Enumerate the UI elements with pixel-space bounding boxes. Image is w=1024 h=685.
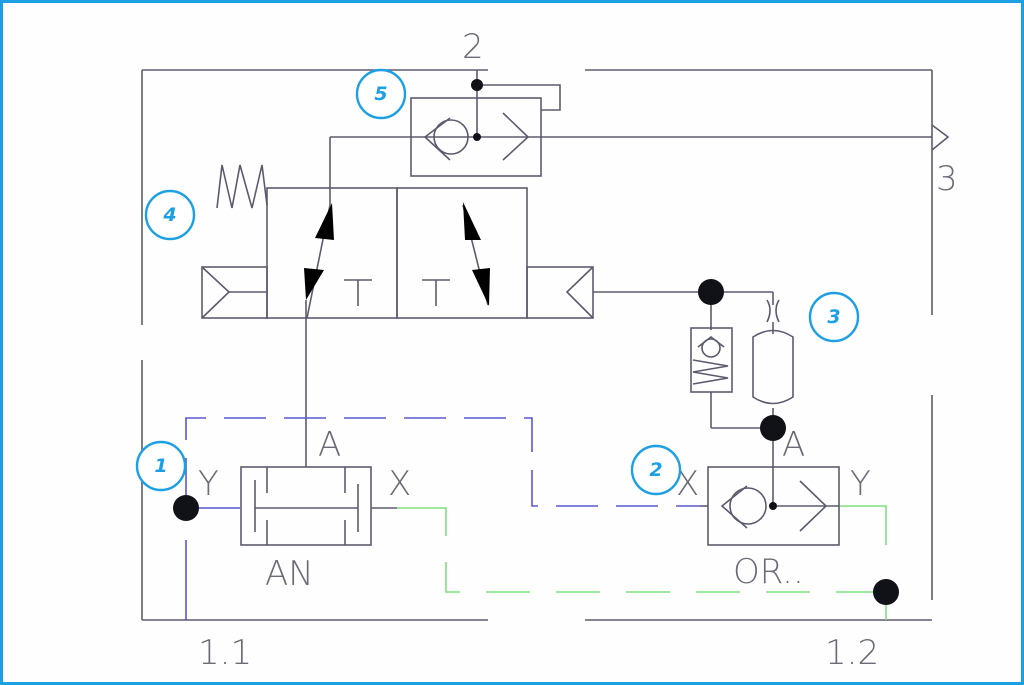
callout-4: 4 bbox=[144, 189, 196, 241]
valve-or-name: OR.. bbox=[733, 552, 804, 592]
junction-dot bbox=[760, 415, 786, 441]
callout-5: 5 bbox=[355, 68, 407, 120]
valve-or-a-label: A bbox=[782, 425, 805, 465]
shuttle-valve-or bbox=[700, 466, 899, 605]
port-2-label: 2 bbox=[462, 27, 484, 67]
callout-2: 2 bbox=[630, 444, 682, 496]
junction-dot bbox=[698, 279, 724, 305]
valve-an-name: AN bbox=[265, 554, 314, 594]
accumulator-circuit-3 bbox=[593, 279, 794, 505]
callout-1: 1 bbox=[135, 440, 187, 492]
callout-5-label: 5 bbox=[374, 83, 387, 105]
callout-2-label: 2 bbox=[649, 459, 662, 481]
junction-dot bbox=[173, 495, 199, 521]
port-3-label: 3 bbox=[936, 159, 958, 199]
drain-line bbox=[397, 505, 887, 620]
label-1-1: 1.1 bbox=[198, 633, 252, 673]
shuttle-valve-5 bbox=[330, 79, 950, 177]
label-1-2: 1.2 bbox=[825, 633, 879, 673]
valve-or-x-label: X bbox=[676, 464, 699, 504]
junction-dot bbox=[473, 133, 481, 141]
callout-4-label: 4 bbox=[162, 204, 176, 226]
valve-an-x-label: X bbox=[388, 464, 411, 504]
directional-valve-4 bbox=[201, 164, 594, 440]
block-outline bbox=[141, 69, 933, 621]
valve-an-a-label: A bbox=[318, 425, 341, 465]
junction-dot bbox=[471, 79, 483, 91]
valve-an-y-label: Y bbox=[198, 464, 219, 504]
junction-dot bbox=[769, 502, 777, 510]
pilot-line bbox=[185, 417, 700, 620]
callout-1-label: 1 bbox=[154, 455, 167, 477]
callout-3-label: 3 bbox=[827, 306, 840, 328]
callout-3: 3 bbox=[808, 291, 860, 343]
junction-dot bbox=[873, 579, 899, 605]
valve-or-y-label: Y bbox=[850, 464, 871, 504]
valve-an bbox=[173, 440, 397, 546]
